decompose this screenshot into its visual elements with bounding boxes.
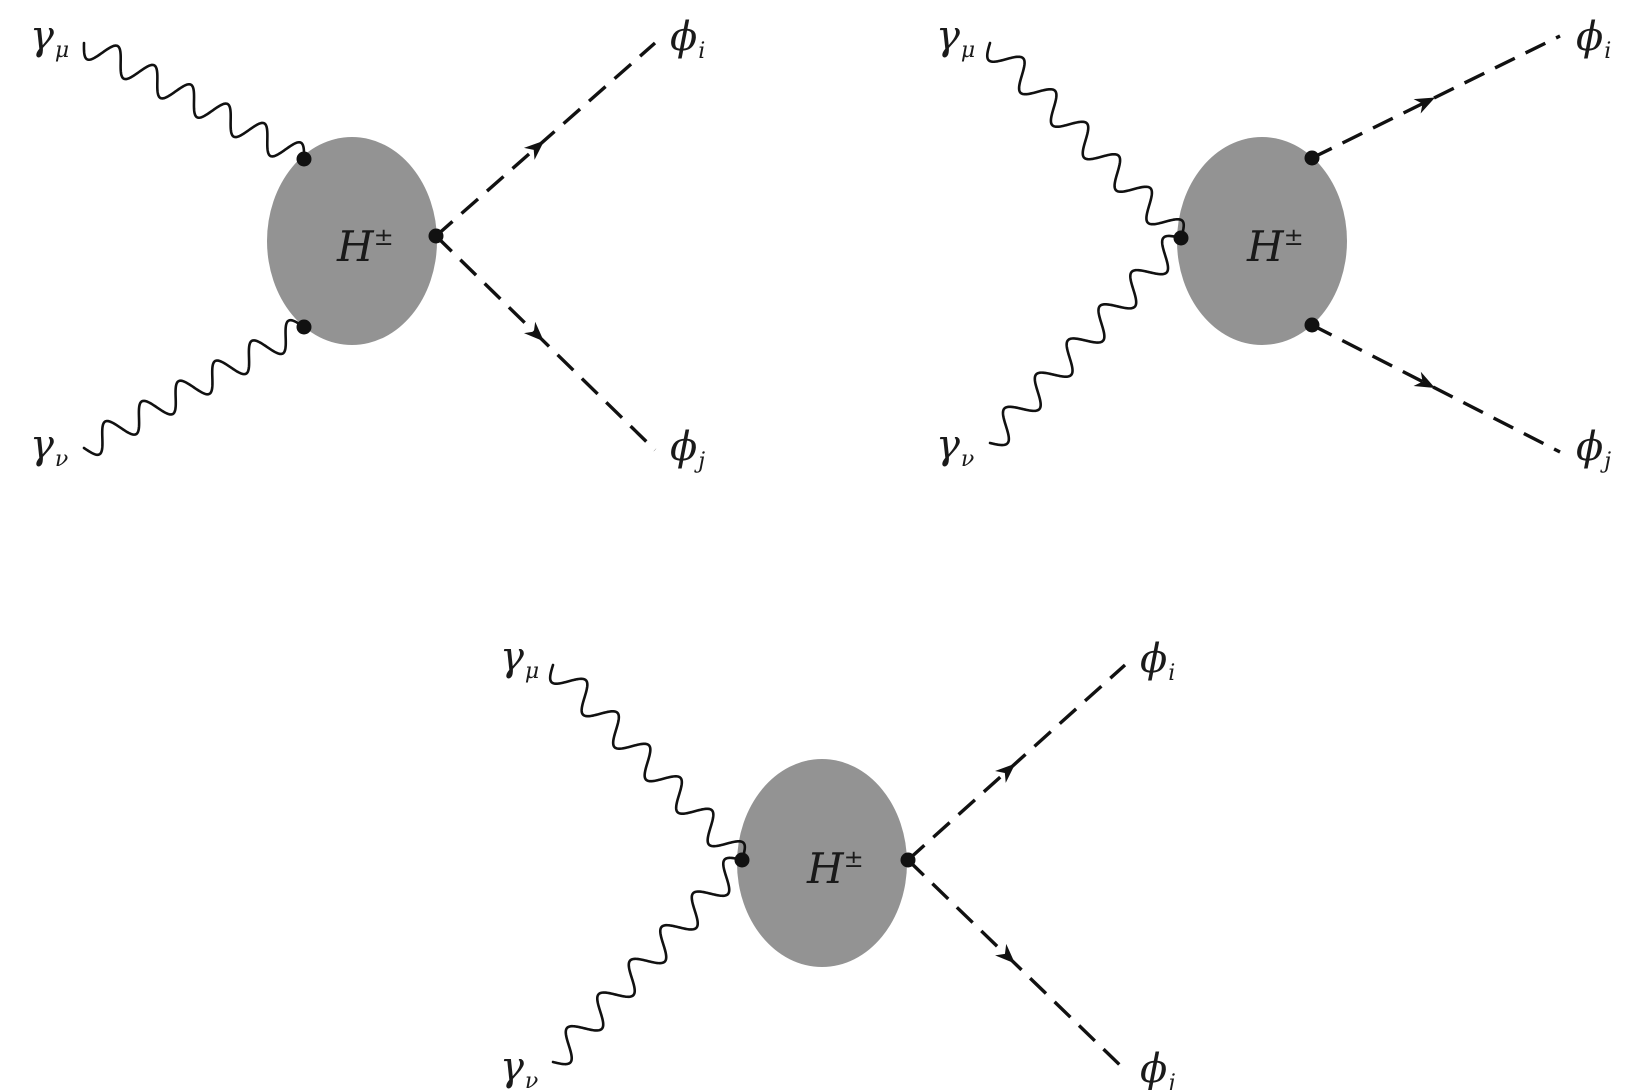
- photon-line-nu: [82, 318, 306, 457]
- charged-higgs-loop-blob: [737, 759, 907, 967]
- arrow-icon: [523, 321, 544, 342]
- vertex-dot: [734, 852, 750, 868]
- photon-nu-label: γν: [500, 1044, 538, 1090]
- arrow-icon: [995, 943, 1016, 964]
- photon-nu-label: γν: [30, 422, 68, 472]
- photon-mu-label: γμ: [30, 13, 69, 63]
- blob-label: H±: [806, 844, 864, 893]
- vertex-dot: [1304, 317, 1320, 333]
- charged-higgs-loop-blob: [1177, 137, 1347, 345]
- photon-mu-label: γμ: [500, 634, 539, 684]
- vertex-dot: [1173, 230, 1189, 246]
- scalar-line-phi-j: [1311, 323, 1561, 454]
- arrow-icon: [1413, 371, 1435, 388]
- vertex-dot: [296, 319, 312, 335]
- feynman-diagram-3: γμ γν ϕi ϕj H±: [500, 634, 1175, 1090]
- photon-nu-label: γν: [936, 422, 974, 472]
- charged-higgs-loop-blob: [267, 137, 437, 345]
- vertex-dot: [1304, 150, 1320, 166]
- photon-line-mu: [82, 41, 306, 161]
- scalar-phi-i-label: ϕi: [670, 14, 705, 64]
- scalar-line-phi-j: [906, 858, 1127, 1072]
- photon-line-nu: [988, 234, 1183, 447]
- photon-mu-label: γμ: [936, 13, 975, 63]
- feynman-diagram-2: γμ γν ϕi ϕj H±: [936, 13, 1611, 474]
- vertex-dot: [428, 228, 444, 244]
- scalar-phi-j-label: ϕj: [1576, 424, 1611, 474]
- arrow-icon: [995, 763, 1016, 783]
- blob-label: H±: [1246, 222, 1304, 271]
- vertex-dot: [900, 852, 916, 868]
- feynman-diagram-1: γμ γν ϕi ϕj H±: [30, 13, 705, 474]
- scalar-phi-i-label: ϕi: [1576, 14, 1611, 64]
- blob-label: H±: [336, 222, 394, 271]
- scalar-line-phi-j: [434, 234, 657, 452]
- scalar-line-phi-i: [434, 41, 657, 238]
- arrow-icon: [1413, 97, 1436, 114]
- scalar-phi-j-label: ϕj: [670, 424, 705, 474]
- scalar-phi-j-label: ϕj: [1140, 1046, 1175, 1090]
- scalar-line-phi-i: [1311, 34, 1561, 160]
- arrow-icon: [523, 140, 545, 160]
- photon-line-nu: [551, 856, 744, 1066]
- photon-line-mu: [985, 41, 1186, 240]
- photon-line-mu: [548, 663, 747, 862]
- scalar-phi-i-label: ϕi: [1140, 636, 1175, 686]
- vertex-dot: [296, 151, 312, 167]
- scalar-line-phi-i: [906, 663, 1127, 862]
